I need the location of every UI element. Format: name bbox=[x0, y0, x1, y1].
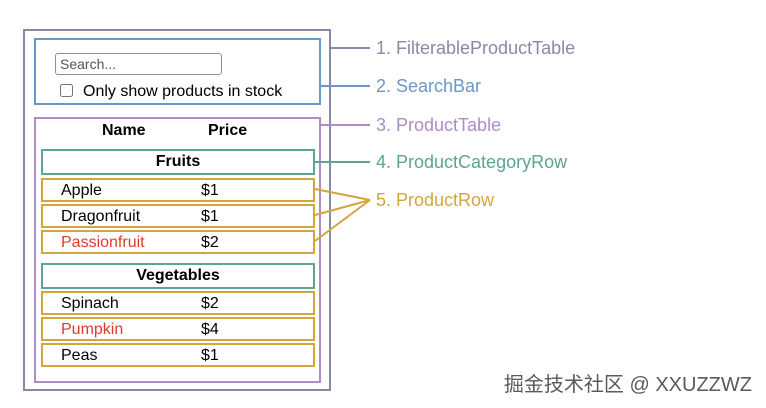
product-category-row-fruits: Fruits bbox=[41, 149, 315, 175]
search-bar-frame bbox=[34, 38, 321, 105]
category-label: Vegetables bbox=[136, 267, 220, 284]
product-name: Dragonfruit bbox=[61, 208, 141, 225]
product-name: Pumpkin bbox=[61, 321, 124, 338]
product-row-out-of-stock: Pumpkin $4 bbox=[41, 317, 315, 341]
legend-filterable-product-table: 1. FilterableProductTable bbox=[376, 38, 576, 58]
connector-product-row-3 bbox=[314, 199, 371, 242]
product-name: Spinach bbox=[61, 295, 119, 312]
in-stock-checkbox[interactable] bbox=[60, 84, 73, 97]
product-row-out-of-stock: Passionfruit $2 bbox=[41, 230, 315, 254]
legend-product-category-row: 4. ProductCategoryRow bbox=[376, 152, 568, 172]
search-input[interactable] bbox=[55, 53, 222, 75]
product-price: $1 bbox=[201, 347, 219, 364]
product-price: $1 bbox=[201, 208, 219, 225]
product-row: Apple $1 bbox=[41, 178, 315, 202]
column-header-price: Price bbox=[208, 122, 248, 139]
product-price: $4 bbox=[201, 321, 219, 338]
in-stock-checkbox-label: Only show products in stock bbox=[83, 83, 283, 100]
product-name: Apple bbox=[61, 182, 102, 199]
watermark: 掘金技术社区 @ XXUZZWZ bbox=[503, 374, 752, 396]
product-price: $2 bbox=[201, 234, 219, 251]
legend-product-table: 3. ProductTable bbox=[376, 115, 502, 135]
product-price: $2 bbox=[201, 295, 219, 312]
product-row: Peas $1 bbox=[41, 343, 315, 367]
product-row: Dragonfruit $1 bbox=[41, 204, 315, 228]
product-name: Passionfruit bbox=[61, 234, 145, 251]
connector-product-row-1 bbox=[314, 188, 371, 201]
product-category-row-vegetables: Vegetables bbox=[41, 263, 315, 289]
legend-search-bar: 2. SearchBar bbox=[376, 76, 482, 96]
product-name: Peas bbox=[61, 347, 98, 364]
category-label: Fruits bbox=[155, 153, 201, 170]
product-row: Spinach $2 bbox=[41, 291, 315, 315]
connector-product-row-2 bbox=[314, 199, 371, 216]
column-header-name: Name bbox=[102, 122, 146, 139]
product-table-frame bbox=[34, 117, 321, 383]
product-price: $1 bbox=[201, 182, 219, 199]
legend-product-row: 5. ProductRow bbox=[376, 190, 495, 210]
